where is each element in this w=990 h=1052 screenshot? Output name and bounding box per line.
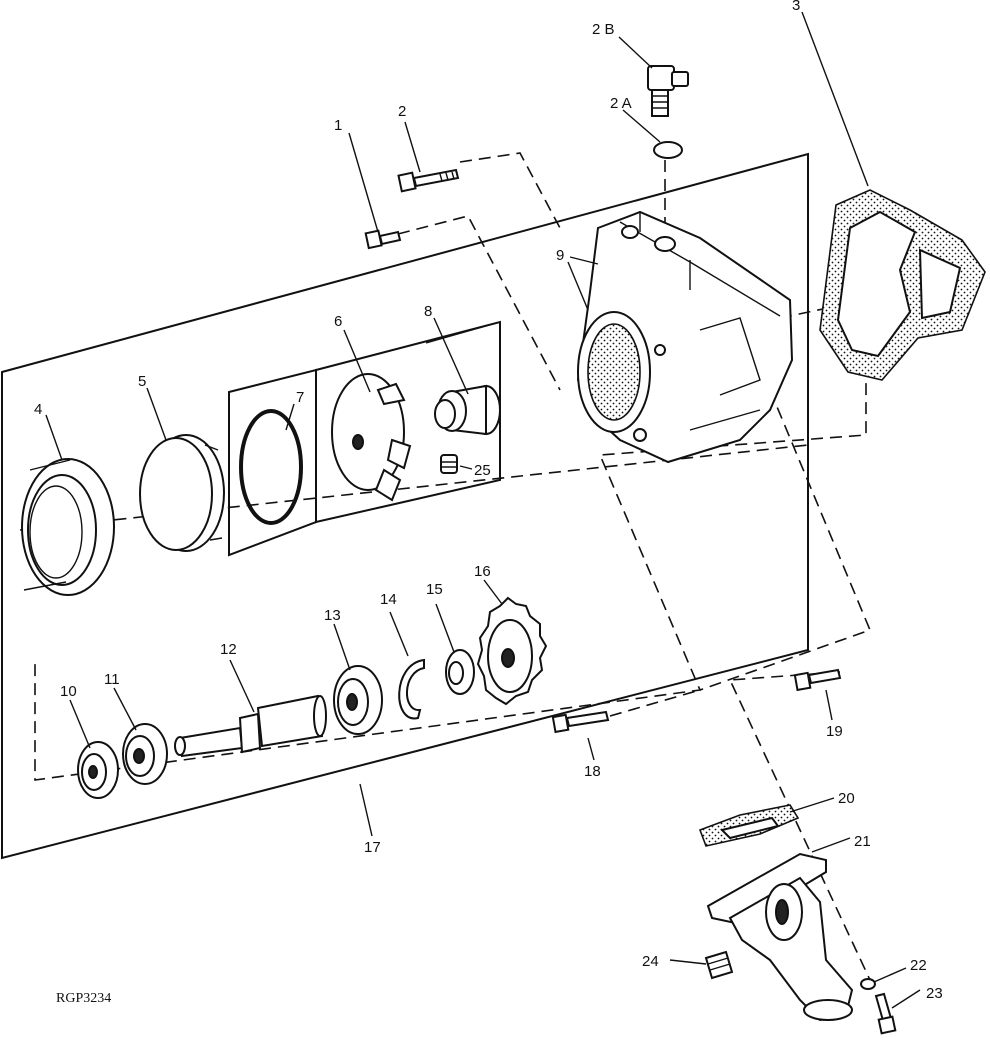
impeller-6 [331,373,412,502]
callout-23: 23 [926,985,943,1002]
bearing-11 [122,723,168,785]
shaft-12 [174,694,327,758]
callout-6: 6 [334,313,342,330]
callout-16: 16 [474,563,491,580]
callout-21: 21 [854,833,871,850]
callout-24: 24 [642,953,659,970]
callout-20: 20 [838,790,855,807]
subkit-box-6-8 [315,320,501,524]
callout-leaders [45,11,921,1009]
gear-16 [476,596,548,706]
figure-reference: RGP3234 [56,991,111,1006]
seal-ring-4 [21,458,115,596]
outlet-elbow-21 [706,852,854,1022]
bolt-19 [793,668,842,692]
snap-ring-14 [398,658,425,720]
washer-22 [860,978,876,990]
gasket-20 [698,804,800,847]
callout-3: 3 [792,0,800,14]
bearing-10 [77,741,119,799]
elbow-fitting-2B [647,65,689,117]
o-ring-2A [653,141,683,159]
callout-9: 9 [556,247,564,264]
subkit-box-8 [425,321,501,344]
bearing-13 [333,665,383,735]
seal-assembly-8 [434,384,501,436]
callout-12: 12 [220,641,237,658]
callout-2: 2 [398,103,406,120]
gasket-3 [819,189,986,381]
callout-15: 15 [426,581,443,598]
callout-2B: 2 B [592,21,615,38]
bolt-23 [874,992,897,1035]
callout-19: 19 [826,723,843,740]
callout-25: 25 [474,462,491,479]
dash-bolt-1 [397,215,561,391]
kit-boundary-17 [1,152,809,860]
bolt-2 [397,168,460,193]
callout-14: 14 [380,591,397,608]
dash-bolt-19 [728,671,871,981]
dash-bolt-18 [609,689,701,717]
callout-7: 7 [296,389,304,406]
dash-shaft-row [19,444,809,531]
washer-15 [445,649,475,695]
callout-18: 18 [584,763,601,780]
o-ring-7 [239,409,303,525]
bolt-18 [551,710,610,734]
pump-housing-9 [576,210,794,464]
dash-bolt-2 [459,152,561,229]
cover-5 [139,434,225,552]
callout-22: 22 [910,957,927,974]
callout-17: 17 [364,839,381,856]
callout-10: 10 [60,683,77,700]
callout-1: 1 [334,117,342,134]
bolt-1 [364,229,402,250]
callout-11: 11 [104,671,120,688]
plug-25 [440,454,458,474]
callout-5: 5 [138,373,146,390]
callout-4: 4 [34,401,42,418]
plug-24 [704,950,734,980]
dash-outlet-21 [699,389,872,691]
callout-8: 8 [424,303,432,320]
callout-2A: 2 A [610,95,632,112]
callout-13: 13 [324,607,341,624]
